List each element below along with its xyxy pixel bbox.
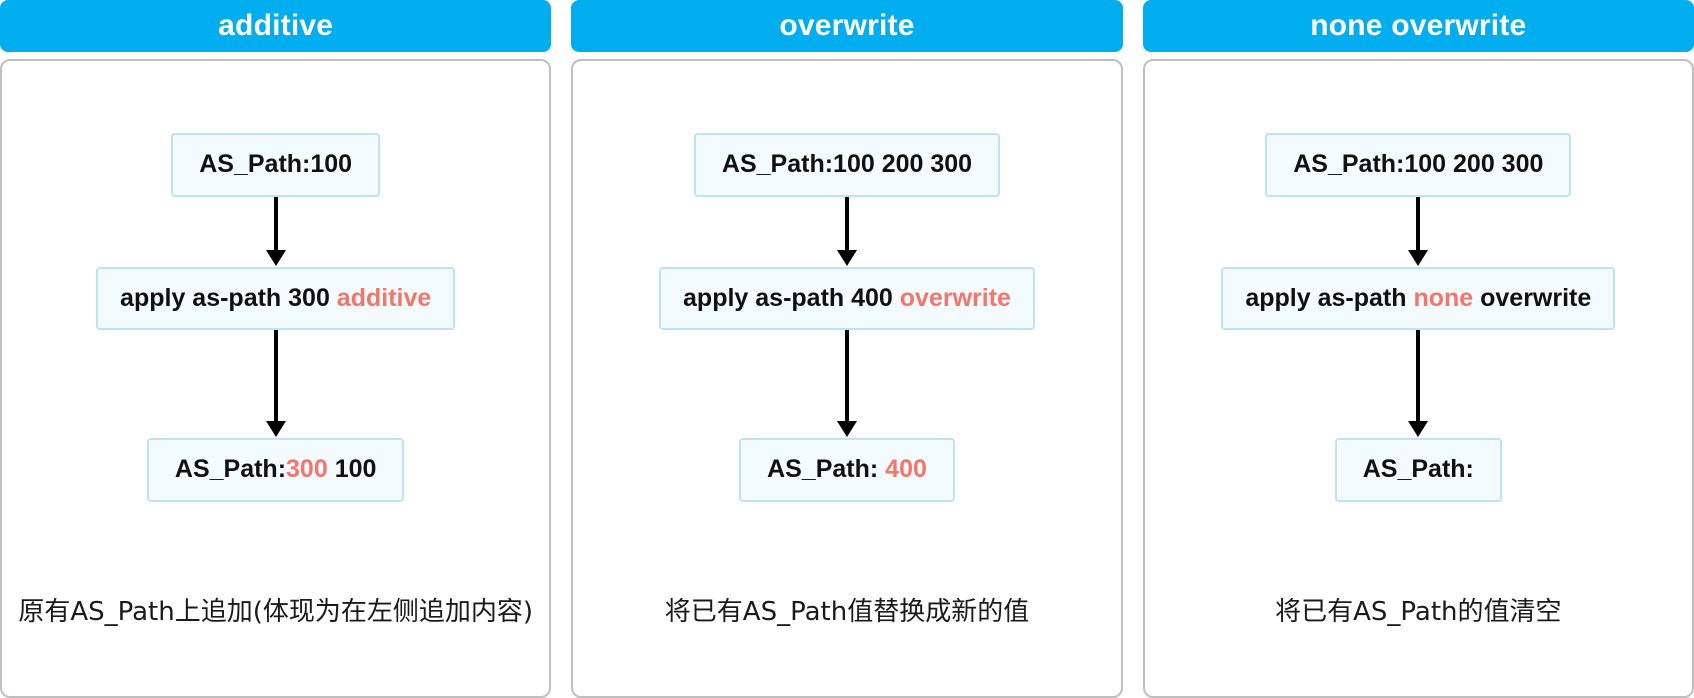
output-node-prefix: AS_Path: [1362,455,1474,483]
caption-overwrite: 将已有AS_Path值替换成新的值 [664,597,1030,627]
panel-none-overwrite: none overwrite AS_Path:100 200 300 apply… [1142,0,1694,698]
panel-header-none-overwrite: none overwrite [1142,0,1694,52]
panel-body-additive: AS_Path:100 apply as-path 300 additive A… [0,59,552,698]
down-arrow-icon [844,330,849,422]
arrow-action-to-output-additive [273,330,278,438]
input-node-none-overwrite: AS_Path:100 200 300 [1265,133,1572,197]
flow-additive: AS_Path:100 apply as-path 300 additive A… [2,61,549,502]
action-node-highlight: additive [336,283,432,312]
output-node-none-overwrite: AS_Path: [1334,438,1502,502]
panel-header-additive: additive [0,0,552,52]
output-node-additive: AS_Path:300 100 [146,438,405,502]
panel-header-overwrite: overwrite [571,0,1123,52]
arrow-action-to-output-none-overwrite [1416,330,1421,438]
output-node-overwrite: AS_Path: 400 [739,438,955,502]
action-node-prefix: apply as-path 400 [683,283,900,312]
input-node-prefix: AS_Path:100 200 300 [721,150,973,178]
input-node-prefix: AS_Path:100 [199,150,353,178]
output-node-prefix: AS_Path: [767,455,886,483]
action-node-highlight: overwrite [899,283,1011,312]
caption-none-overwrite: 将已有AS_Path的值清空 [1275,597,1562,627]
action-node-overwrite: apply as-path 400 overwrite [659,266,1035,330]
down-arrow-icon [1416,196,1421,251]
down-arrow-icon [844,196,849,251]
arrow-input-to-action-additive [273,196,278,267]
action-node-highlight: none [1413,283,1474,312]
action-node-additive: apply as-path 300 additive [96,266,456,330]
output-node-prefix: AS_Path: [174,455,287,483]
panel-overwrite: overwrite AS_Path:100 200 300 apply as-p… [571,0,1123,698]
down-arrow-icon [273,196,278,251]
caption-additive: 原有AS_Path上追加(体现为在左侧追加内容) [18,597,534,627]
input-node-prefix: AS_Path:100 200 300 [1293,150,1544,178]
action-node-none-overwrite: apply as-path none overwrite [1221,266,1616,330]
arrow-action-to-output-overwrite [844,330,849,438]
panel-additive: additive AS_Path:100 apply as-path 300 a… [0,0,552,698]
panel-body-none-overwrite: AS_Path:100 200 300 apply as-path none o… [1142,59,1694,698]
output-node-highlight: 400 [885,455,927,483]
panel-body-overwrite: AS_Path:100 200 300 apply as-path 400 ov… [571,59,1123,698]
input-node-additive: AS_Path:100 [171,133,381,197]
down-arrow-icon [1416,330,1421,422]
flow-none-overwrite: AS_Path:100 200 300 apply as-path none o… [1145,61,1692,502]
arrow-input-to-action-overwrite [844,196,849,267]
action-node-prefix: apply as-path [1245,283,1414,312]
output-node-highlight: 300 [286,455,328,483]
input-node-overwrite: AS_Path:100 200 300 [693,133,1001,197]
flow-overwrite: AS_Path:100 200 300 apply as-path 400 ov… [573,61,1120,502]
arrow-input-to-action-none-overwrite [1416,196,1421,267]
down-arrow-icon [273,330,278,422]
action-node-prefix: apply as-path 300 [120,283,337,312]
output-node-suffix: 100 [327,455,377,483]
action-node-suffix: overwrite [1473,283,1592,312]
